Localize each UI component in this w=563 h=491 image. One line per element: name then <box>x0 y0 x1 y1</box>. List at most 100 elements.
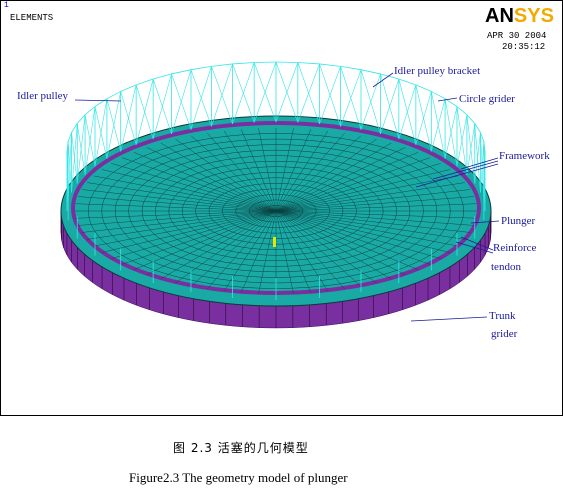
bracket-diagonal <box>275 62 299 123</box>
mesh-radial <box>207 132 277 212</box>
label-tendon: tendon <box>491 261 521 273</box>
figure-caption-chinese: 图 2.3 活塞的几何模型 <box>173 441 309 455</box>
bracket-diagonal <box>398 84 417 140</box>
plot-time: 20:35:12 <box>502 42 546 52</box>
annotation-leaders <box>74 72 500 322</box>
bracket-diagonal <box>444 106 458 159</box>
bracket-top-chord <box>120 84 137 92</box>
mesh-radial <box>240 210 277 293</box>
leader-line <box>432 160 499 180</box>
center-marker <box>273 237 276 247</box>
window-index: 1 <box>4 1 9 10</box>
mesh-radial <box>275 128 294 212</box>
mesh-radial <box>275 157 431 212</box>
bracket-top-chord <box>297 62 320 65</box>
plot-title: ELEMENTS <box>10 13 54 23</box>
leader-line <box>455 241 494 254</box>
bracket-top-chord <box>94 98 108 107</box>
mesh-radial <box>275 210 431 265</box>
logo-part-an: AN <box>485 5 514 27</box>
mesh-radial <box>275 142 392 212</box>
bracket-top-chord <box>84 106 96 116</box>
mesh-radial <box>81 210 277 233</box>
bracket-diagonal <box>94 98 108 167</box>
mesh-radial <box>275 130 329 212</box>
mesh-radial <box>133 152 277 212</box>
bracket-top-chord <box>319 63 341 67</box>
mesh-radial <box>101 210 277 253</box>
label-trunk-grider: grider <box>491 328 518 340</box>
mesh-radial <box>275 210 312 293</box>
mesh-radial <box>175 210 277 284</box>
bracket-top-chord <box>76 114 86 124</box>
leader-line <box>437 97 458 102</box>
bracket-diagonal <box>297 63 320 123</box>
mesh-radial <box>133 210 277 270</box>
bracket-top-chord <box>67 132 72 142</box>
bracket-top-chord <box>360 69 381 75</box>
bracket-diagonal <box>211 63 233 127</box>
mesh-radial <box>146 210 277 275</box>
mesh-radial <box>87 182 277 212</box>
mesh-radial <box>275 210 465 240</box>
mesh-radial <box>75 210 277 219</box>
mesh-radial <box>275 210 377 284</box>
bracket-diagonal <box>360 73 381 130</box>
bracket-diagonal <box>415 91 432 145</box>
mesh-radial <box>190 210 277 287</box>
mesh-radial <box>275 182 465 212</box>
mesh-radial <box>275 189 471 212</box>
ansys-graphics-window: 1 ELEMENTS ANSYS APR 30 2004 20:35:12 Id… <box>0 0 563 416</box>
mesh-radial <box>275 152 419 212</box>
mesh-radial <box>275 135 362 212</box>
bracket-diagonal <box>171 69 192 135</box>
bracket-diagonal <box>380 78 400 135</box>
mesh-radial <box>121 157 277 212</box>
bracket-top-chord <box>474 123 481 133</box>
mesh-radial <box>275 169 451 212</box>
bracket-top-chord <box>431 91 446 100</box>
leader-line <box>415 163 499 188</box>
mesh-radial <box>175 138 277 212</box>
mesh-radial <box>87 210 277 240</box>
mesh-radial <box>258 128 277 212</box>
bracket-diagonal <box>456 114 468 167</box>
mesh-radial <box>78 196 277 212</box>
bracket-diagonal <box>431 98 446 152</box>
bracket-diagonal <box>135 78 154 145</box>
mesh-radial <box>275 196 474 212</box>
bracket-diagonal <box>120 84 137 152</box>
mesh-radial <box>275 210 451 253</box>
leader-line <box>460 157 499 170</box>
bracket-diagonal <box>76 114 86 184</box>
leader-line <box>372 72 394 88</box>
mesh-radial <box>121 210 277 265</box>
logo-part-sys: SYS <box>513 5 554 27</box>
bracket-diagonal <box>340 69 362 127</box>
mesh-radial <box>275 210 471 233</box>
bracket-top-chord <box>71 123 78 133</box>
mesh-radial <box>78 210 277 226</box>
bracket-top-chord <box>480 132 485 142</box>
bracket-top-chord <box>456 106 468 116</box>
label-framework: Framework <box>499 150 550 162</box>
bracket-diagonal <box>152 73 172 140</box>
mesh-radial <box>160 142 277 212</box>
mesh-radial <box>101 169 277 212</box>
bracket-top-chord <box>190 65 212 71</box>
mesh-radial <box>275 210 406 275</box>
bracket-diagonal <box>106 91 121 159</box>
mesh-radial <box>275 210 294 294</box>
mesh-radial <box>275 210 345 290</box>
bracket-diagonal <box>319 66 341 125</box>
mesh-radial <box>275 210 459 247</box>
mesh-radial <box>160 210 277 280</box>
bracket-top-chord <box>444 98 458 107</box>
mesh-radial <box>275 210 362 287</box>
bracket-top-chord <box>415 84 432 92</box>
bracket-diagonal <box>67 132 72 202</box>
bracket-diagonal <box>190 66 212 130</box>
label-circle-grider: Circle grider <box>459 93 515 105</box>
mesh-radial <box>93 175 277 212</box>
mesh-radial <box>190 135 277 212</box>
